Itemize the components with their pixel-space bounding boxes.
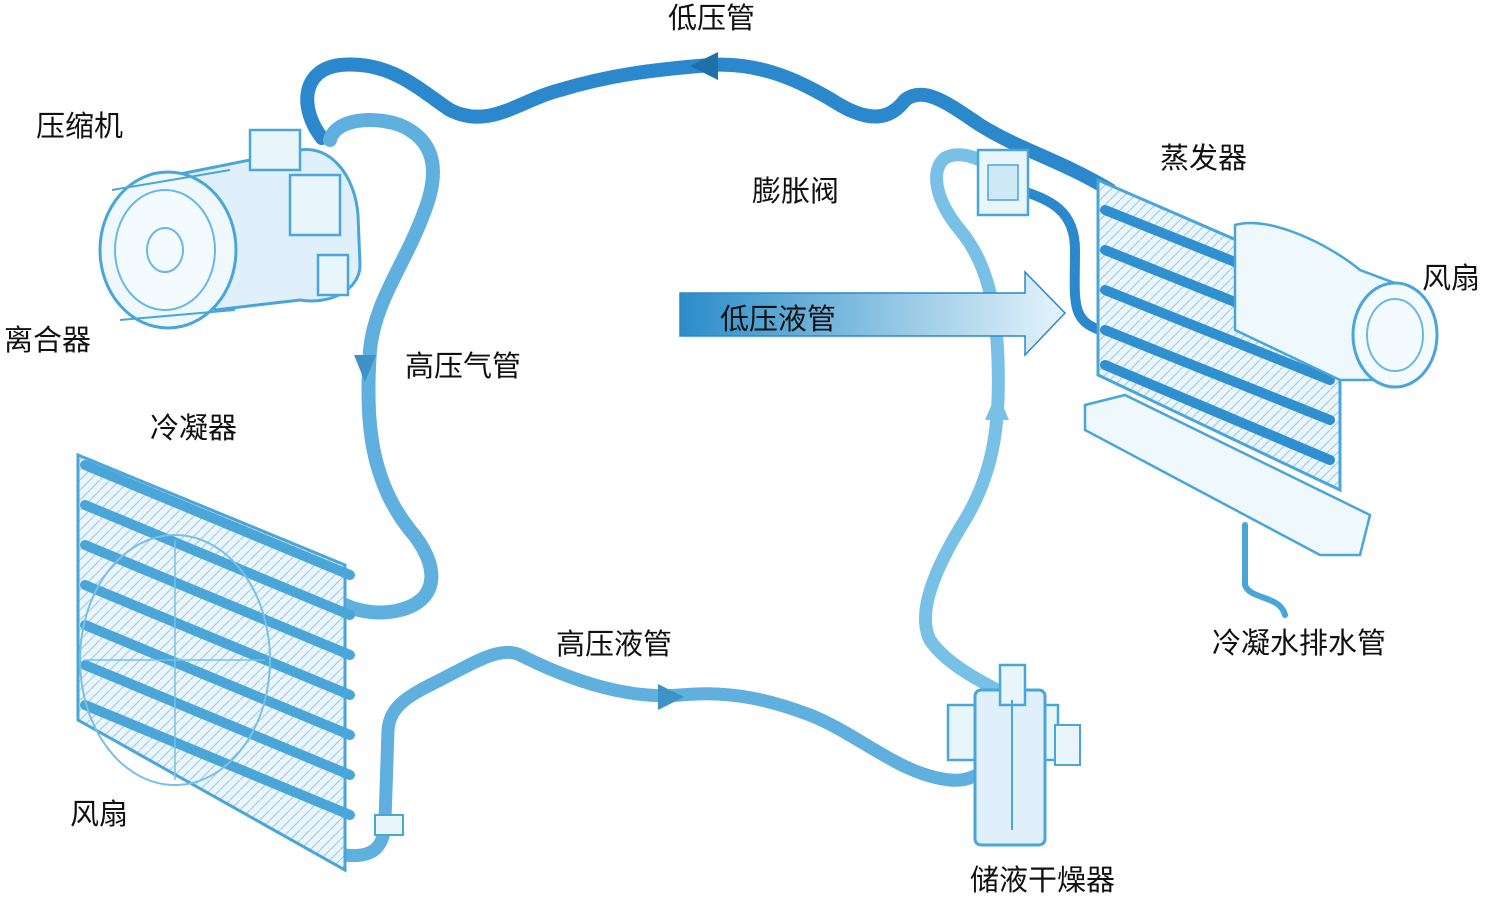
label-high-pressure-gas-pipe: 高压气管 bbox=[405, 349, 522, 383]
label-fan-left: 风扇 bbox=[70, 797, 129, 831]
evaporator bbox=[1096, 177, 1342, 493]
valve-to-evaporator-pipe bbox=[1015, 185, 1105, 335]
label-evaporator: 蒸发器 bbox=[1160, 141, 1248, 175]
label-condenser: 冷凝器 bbox=[150, 411, 238, 445]
flow-arrow-low-pressure bbox=[690, 52, 718, 80]
high-pressure-liquid-pipe bbox=[338, 645, 1002, 863]
label-expansion-valve: 膨胀阀 bbox=[752, 174, 840, 208]
compressor bbox=[98, 128, 362, 330]
high-pressure-gas-pipe bbox=[323, 113, 440, 620]
receiver-drier bbox=[946, 663, 1081, 847]
label-low-pressure-liquid-pipe: 低压液管 bbox=[720, 302, 837, 336]
flow-arrow-liquid-up bbox=[985, 392, 1009, 420]
label-low-pressure-pipe: 低压管 bbox=[668, 1, 756, 35]
evaporator-fan bbox=[1233, 221, 1439, 389]
condenser bbox=[76, 452, 404, 873]
expansion-valve bbox=[976, 148, 1030, 217]
condensate-drain bbox=[1083, 393, 1372, 618]
label-clutch: 离合器 bbox=[4, 323, 92, 357]
condenser-coils bbox=[80, 460, 355, 820]
receiver-to-valve-pipe bbox=[919, 148, 1022, 707]
label-compressor: 压缩机 bbox=[36, 109, 124, 143]
flow-arrow-high-pressure-liquid bbox=[658, 684, 684, 710]
label-condensate-drain-pipe: 冷凝水排水管 bbox=[1212, 626, 1387, 660]
label-high-pressure-liquid-pipe: 高压液管 bbox=[556, 627, 673, 661]
flow-arrow-high-pressure-gas bbox=[354, 355, 376, 382]
label-receiver-drier: 储液干燥器 bbox=[970, 863, 1116, 897]
label-fan-right: 风扇 bbox=[1422, 261, 1481, 295]
low-pressure-liquid-arrow bbox=[679, 270, 1067, 357]
